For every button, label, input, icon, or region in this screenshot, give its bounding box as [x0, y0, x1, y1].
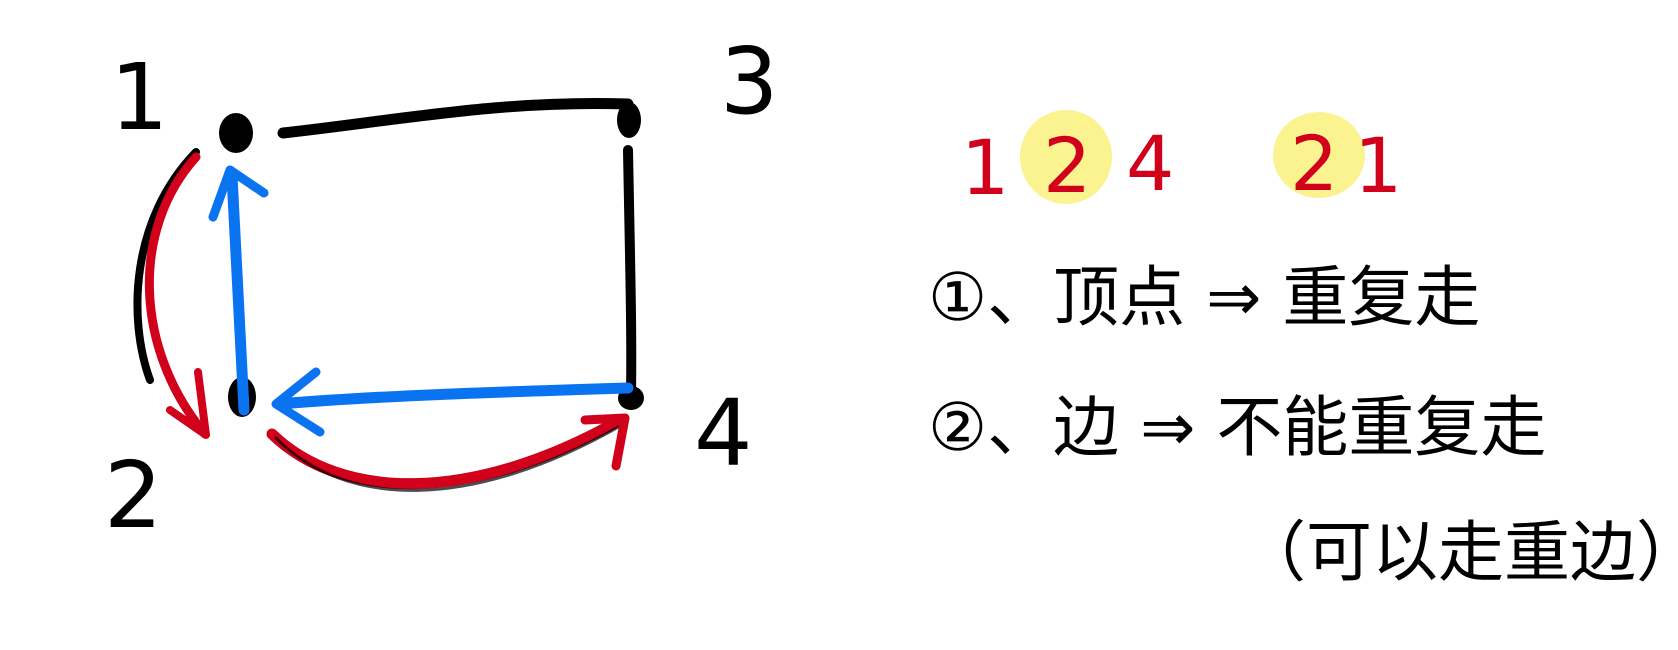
rule-vertex-repeat: ①、顶点 ⇒ 重复走 — [928, 259, 1481, 336]
red-arrowhead-2-4 — [580, 413, 630, 471]
red-arrowhead-1-2 — [166, 368, 210, 439]
blue-arrowhead-4-2 — [271, 367, 325, 437]
edge-3-4 — [623, 145, 637, 399]
red-arrow-2-4-black-trace — [274, 423, 624, 492]
path-step-3: 4 — [1126, 119, 1175, 208]
highlight-circle-2 — [1273, 112, 1365, 198]
rule-edge-no-repeat: ②、边 ⇒ 不能重复走 — [928, 389, 1547, 466]
vertex-3 — [617, 102, 641, 138]
rule-note: （可以走重边） — [1240, 514, 1678, 591]
blue-arrow-2-1 — [226, 170, 250, 416]
vertex-label-4: 4 — [694, 380, 753, 487]
vertex-label-3: 3 — [720, 28, 779, 135]
path-step-1: 1 — [961, 123, 1010, 212]
red-arrow-2-4 — [266, 414, 626, 490]
path-step-4: 2 — [1290, 119, 1339, 208]
path-step-5: 1 — [1354, 121, 1403, 210]
vertex-label-2: 2 — [104, 442, 163, 549]
path-step-2: 2 — [1043, 121, 1092, 210]
vertex-label-1: 1 — [110, 44, 169, 151]
highlight-circle-1 — [1020, 110, 1112, 204]
blue-arrowhead-2-1 — [208, 165, 269, 222]
blue-arrow-4-2 — [274, 382, 634, 410]
vertex-1 — [219, 113, 253, 153]
red-arrow-1-2 — [144, 152, 210, 439]
edge-1-3 — [277, 97, 634, 139]
